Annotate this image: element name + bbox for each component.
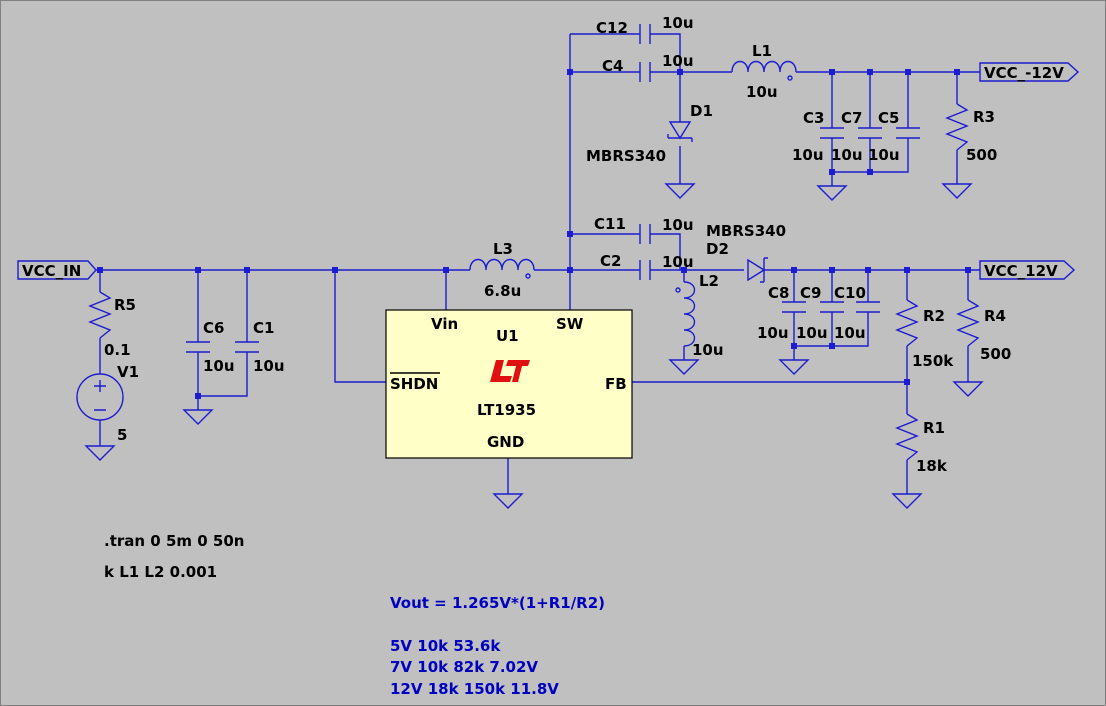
capacitor-c9[interactable]: C9 10u — [796, 284, 844, 342]
svg-text:D1: D1 — [690, 102, 713, 120]
svg-text:10u: 10u — [831, 146, 863, 164]
svg-text:10u: 10u — [662, 253, 694, 271]
capacitor-c6[interactable]: C6 10u — [186, 319, 235, 375]
svg-text:FB: FB — [605, 375, 627, 393]
wires — [96, 33, 980, 494]
port-vcc-12[interactable]: VCC_12V — [979, 260, 1076, 280]
svg-text:R3: R3 — [973, 108, 995, 126]
svg-text:GND: GND — [487, 433, 524, 451]
resistor-r1[interactable]: R1 18k — [895, 413, 948, 475]
svg-text:10u: 10u — [868, 146, 900, 164]
svg-text:R2: R2 — [923, 307, 945, 325]
resistor-r4[interactable]: R4 500 — [956, 299, 1011, 363]
svg-text:VCC_IN: VCC_IN — [22, 262, 81, 280]
svg-text:MBRS340: MBRS340 — [706, 222, 786, 240]
voltage-source-v1[interactable]: V1 5 — [76, 363, 139, 444]
inductor-l3[interactable]: L3 6.8u — [469, 240, 535, 300]
capacitor-c2[interactable]: C2 10u — [600, 252, 694, 280]
inductor-l2[interactable]: L2 10u — [675, 272, 724, 359]
svg-text:C12: C12 — [596, 19, 628, 37]
svg-text:10u: 10u — [834, 324, 866, 342]
svg-text:C7: C7 — [841, 109, 862, 127]
port-vcc-neg12[interactable]: VCC_-12V — [979, 62, 1080, 82]
capacitor-c3[interactable]: C3 10u — [792, 109, 844, 164]
capacitor-c4[interactable]: C4 10u — [602, 52, 694, 82]
svg-text:10u: 10u — [253, 357, 285, 375]
spice-directives[interactable]: .tran 0 5m 0 50n k L1 L2 0.001 — [104, 532, 244, 581]
svg-text:10u: 10u — [662, 52, 694, 70]
svg-text:Vout = 1.265V*(1+R1/R2): Vout = 1.265V*(1+R1/R2) — [390, 594, 605, 612]
svg-text:D2: D2 — [706, 240, 729, 258]
svg-text:18k: 18k — [916, 457, 948, 475]
svg-text:500: 500 — [966, 146, 997, 164]
svg-text:L1: L1 — [752, 42, 772, 60]
svg-text:0.1: 0.1 — [104, 341, 131, 359]
svg-text:V1: V1 — [117, 363, 139, 381]
svg-text:VCC_-12V: VCC_-12V — [984, 64, 1064, 82]
svg-text:.tran 0 5m 0 50n: .tran 0 5m 0 50n — [104, 532, 244, 550]
svg-text:SHDN: SHDN — [390, 375, 438, 393]
svg-text:10u: 10u — [203, 357, 235, 375]
svg-text:10u: 10u — [662, 216, 694, 234]
diode-d1[interactable]: D1 MBRS340 — [586, 102, 713, 165]
svg-text:L2: L2 — [699, 272, 719, 290]
svg-text:150k: 150k — [912, 352, 954, 370]
inductor-l1[interactable]: L1 10u — [731, 42, 797, 101]
ground-symbols — [84, 183, 984, 509]
svg-text:10u: 10u — [796, 324, 828, 342]
svg-text:10u: 10u — [692, 341, 724, 359]
svg-text:5V 10k 53.6k: 5V 10k 53.6k — [390, 637, 501, 655]
svg-text:SW: SW — [556, 315, 584, 333]
resistor-r2[interactable]: R2 150k — [895, 299, 954, 370]
capacitor-c12[interactable]: C12 10u — [596, 14, 694, 44]
svg-text:10u: 10u — [662, 14, 694, 32]
svg-text:R1: R1 — [923, 419, 945, 437]
capacitor-c5[interactable]: C5 10u — [868, 109, 920, 164]
svg-text:500: 500 — [980, 345, 1011, 363]
svg-text:6.8u: 6.8u — [484, 282, 521, 300]
svg-text:C1: C1 — [253, 319, 274, 337]
svg-text:C5: C5 — [878, 109, 899, 127]
svg-text:C9: C9 — [800, 284, 821, 302]
capacitor-c11[interactable]: C11 10u — [594, 215, 694, 244]
svg-text:C6: C6 — [203, 319, 224, 337]
svg-text:C2: C2 — [600, 252, 621, 270]
diode-d2[interactable]: MBRS340 D2 — [706, 222, 786, 283]
capacitor-c10[interactable]: C10 10u — [834, 284, 880, 342]
port-vcc-in[interactable]: VCC_IN — [17, 260, 97, 280]
linear-tech-logo — [490, 360, 530, 382]
capacitor-c1[interactable]: C1 10u — [235, 319, 285, 375]
capacitor-c8[interactable]: C8 10u — [757, 284, 806, 342]
svg-text:5: 5 — [117, 426, 127, 444]
svg-text:Vin: Vin — [431, 315, 458, 333]
svg-text:10u: 10u — [757, 324, 789, 342]
svg-text:U1: U1 — [496, 327, 519, 345]
svg-text:C4: C4 — [602, 57, 623, 75]
svg-text:10u: 10u — [792, 146, 824, 164]
svg-text:10u: 10u — [746, 83, 778, 101]
svg-text:7V 10k 82k 7.02V: 7V 10k 82k 7.02V — [390, 658, 538, 676]
svg-text:C3: C3 — [803, 109, 824, 127]
svg-text:C10: C10 — [834, 284, 866, 302]
design-notes: Vout = 1.265V*(1+R1/R2) 5V 10k 53.6k 7V … — [390, 594, 605, 698]
svg-text:L3: L3 — [493, 240, 513, 258]
svg-text:LT1935: LT1935 — [477, 401, 536, 419]
resistor-r5[interactable]: R5 0.1 — [88, 291, 136, 359]
svg-text:12V 18k 150k 11.8V: 12V 18k 150k 11.8V — [390, 680, 559, 698]
svg-text:C11: C11 — [594, 215, 626, 233]
svg-text:C8: C8 — [768, 284, 789, 302]
capacitor-c7[interactable]: C7 10u — [831, 109, 882, 164]
svg-text:R4: R4 — [984, 307, 1006, 325]
resistor-r3[interactable]: R3 500 — [945, 103, 997, 164]
junctions — [97, 69, 971, 399]
ic-u1-lt1935[interactable]: Vin SW U1 SHDN FB LT1935 GND — [385, 309, 633, 459]
svg-text:R5: R5 — [114, 296, 136, 314]
svg-text:MBRS340: MBRS340 — [586, 147, 666, 165]
svg-text:k L1 L2 0.001: k L1 L2 0.001 — [104, 563, 217, 581]
svg-text:VCC_12V: VCC_12V — [984, 262, 1058, 280]
